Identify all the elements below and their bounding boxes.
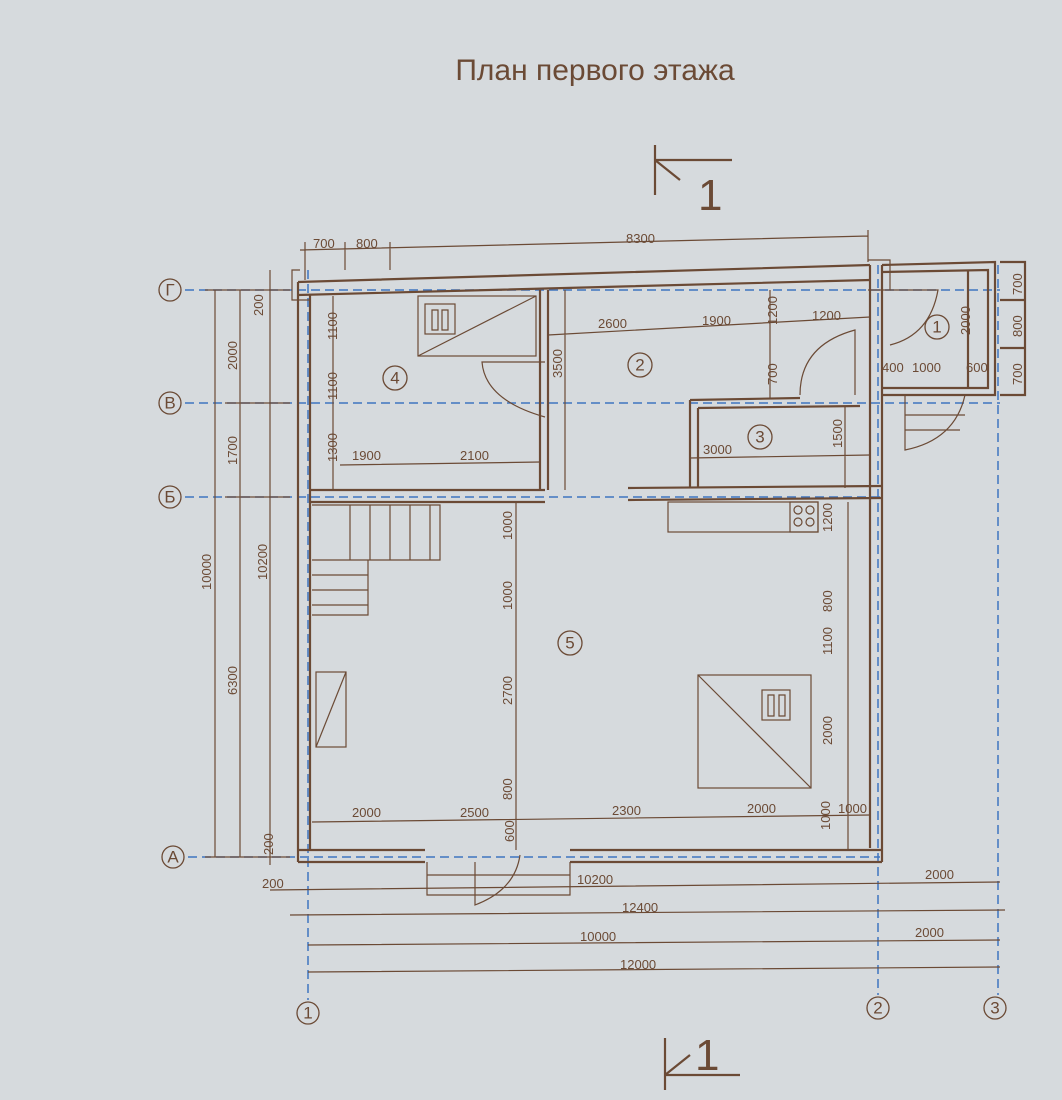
dimension-label: 8300 xyxy=(626,231,655,246)
dimension-label: 800 xyxy=(1010,315,1025,337)
room-5: 5 xyxy=(565,634,574,653)
dimension-label: 2 xyxy=(873,999,882,1018)
dimension-label: В xyxy=(164,394,175,413)
fixtures xyxy=(312,289,966,906)
dimension-label: 1900 xyxy=(702,313,731,328)
dimension-label: 1200 xyxy=(812,308,841,323)
dimension-label: 2500 xyxy=(460,805,489,820)
dimension-label: 3000 xyxy=(703,442,732,457)
dimension-label: 2000 xyxy=(747,801,776,816)
section-marker-bottom: 1 xyxy=(663,1031,740,1090)
room-1: 1 xyxy=(932,318,941,337)
dimension-label: 800 xyxy=(500,778,515,800)
dimension-label: 3 xyxy=(990,999,999,1018)
room-numbers: 1 2 3 4 5 xyxy=(382,314,950,656)
walls xyxy=(291,259,1027,864)
dimension-label: 1500 xyxy=(830,419,845,448)
dimension-label: 2300 xyxy=(612,803,641,818)
dimension-label: 2700 xyxy=(500,676,515,705)
dimension-label: 2000 xyxy=(958,306,973,335)
dimension-label: 2100 xyxy=(460,448,489,463)
dimension-label: 600 xyxy=(502,820,517,842)
dimension-label: 2000 xyxy=(352,805,381,820)
dimension-label: 2600 xyxy=(598,316,627,331)
dimension-label: 1700 xyxy=(225,436,240,465)
dimension-label: 3500 xyxy=(550,349,565,378)
dimension-label: 200 xyxy=(261,833,276,855)
section-marker-top: 1 xyxy=(653,145,732,220)
dimension-label: 1900 xyxy=(352,448,381,463)
dimension-label: 200 xyxy=(262,876,284,891)
dimension-labels: 700 800 8300 200 2000 1700 6300 10000 10… xyxy=(199,231,1025,972)
dimension-label: 700 xyxy=(1010,273,1025,295)
dimension-label: Г xyxy=(165,281,174,300)
dimension-label: 1100 xyxy=(325,372,340,400)
grid-axes xyxy=(185,265,1000,1000)
dimension-label: 1 xyxy=(698,171,722,220)
dimension-label: 6300 xyxy=(225,666,240,695)
dimension-label: 1 xyxy=(695,1031,719,1080)
dimension-label: 2000 xyxy=(820,716,835,745)
dimension-label: 1300 xyxy=(325,433,340,462)
dimension-label: А xyxy=(167,848,179,867)
dimension-label: Б xyxy=(164,488,175,507)
dimension-label: 700 xyxy=(313,236,335,251)
dimension-label: 200 xyxy=(251,294,266,316)
dimension-label: 2000 xyxy=(915,925,944,940)
dimension-label: 12000 xyxy=(620,957,656,972)
dimension-label: 1000 xyxy=(838,801,867,816)
dimension-label: 1000 xyxy=(500,581,515,610)
room-3: 3 xyxy=(755,428,764,447)
dimension-label: 700 xyxy=(765,363,780,385)
dimension-label: 1200 xyxy=(820,503,835,532)
dimension-label: 10000 xyxy=(199,554,214,590)
axis-bubbles: Г В Б А 1 2 3 xyxy=(158,278,1007,1025)
dimension-label: 600 xyxy=(966,360,988,375)
plan-title: План первого этажа xyxy=(455,54,735,87)
dimension-label: 1 xyxy=(303,1004,312,1023)
dimension-label: 10200 xyxy=(577,872,613,887)
dimension-label: 10200 xyxy=(255,544,270,580)
dimension-lines xyxy=(205,230,1006,973)
dimension-label: 1100 xyxy=(820,627,835,655)
dimension-label: 1000 xyxy=(912,360,941,375)
dimension-label: 1100 xyxy=(325,312,340,340)
dimension-label: 10000 xyxy=(580,929,616,944)
dimension-label: 400 xyxy=(882,360,904,375)
room-4: 4 xyxy=(390,369,399,388)
dimension-label: 2000 xyxy=(925,867,954,882)
dimension-label: 800 xyxy=(820,590,835,612)
dimension-label: 1000 xyxy=(818,801,833,830)
dimension-label: 700 xyxy=(1010,363,1025,385)
dimension-label: 2000 xyxy=(225,341,240,370)
dimension-label: 12400 xyxy=(622,900,658,915)
dimension-label: 1000 xyxy=(500,511,515,540)
dimension-label: 1200 xyxy=(765,296,780,325)
room-2: 2 xyxy=(635,356,644,375)
dimension-label: 800 xyxy=(356,236,378,251)
